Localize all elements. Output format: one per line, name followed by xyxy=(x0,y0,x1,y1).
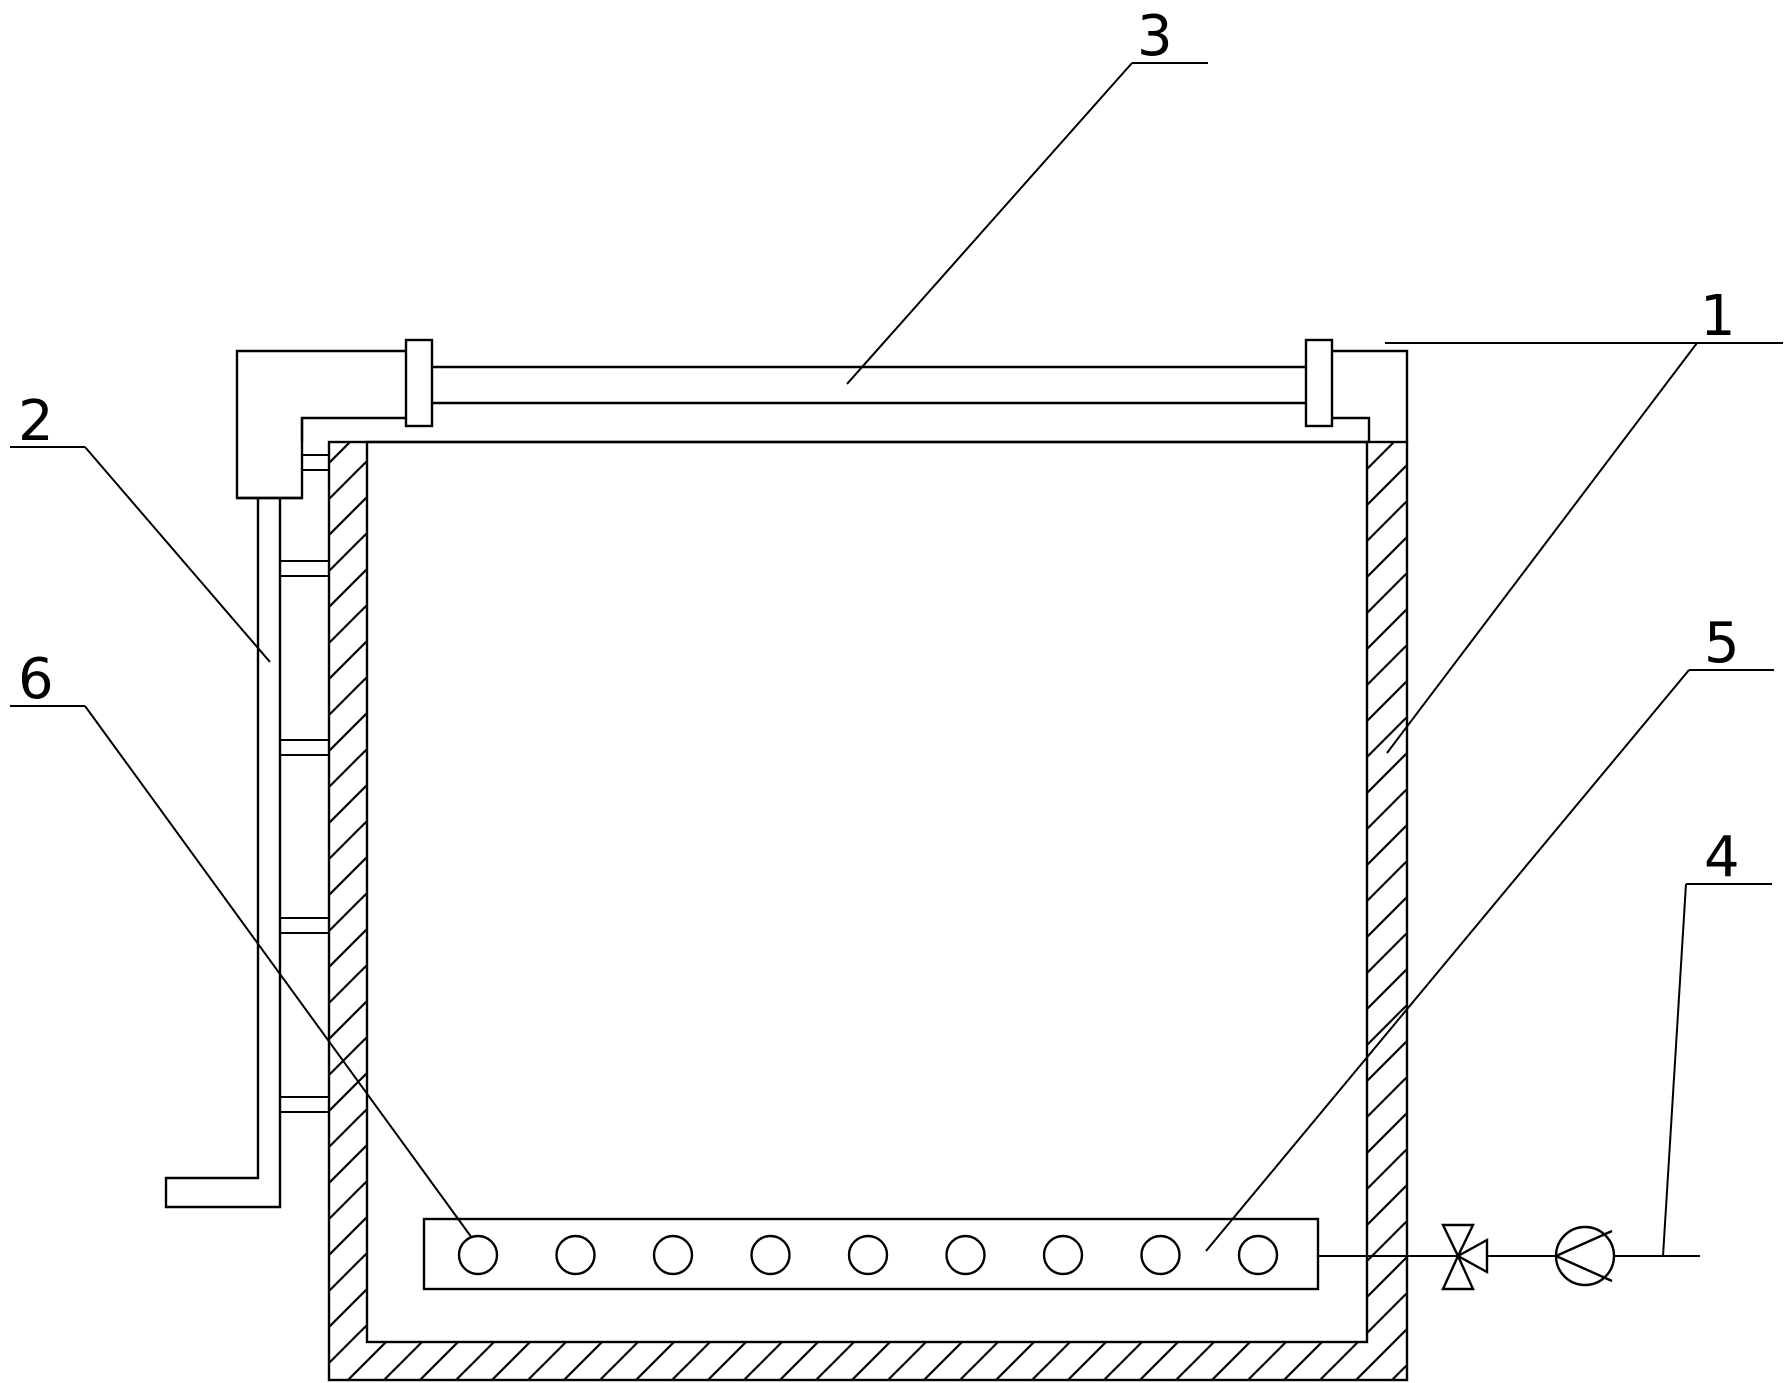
right-elbow xyxy=(1332,349,1409,442)
leader-6 xyxy=(84,705,473,1239)
aeration-pipe xyxy=(422,1217,1320,1291)
aeration-hole xyxy=(847,1234,889,1276)
top-pipe xyxy=(404,338,1334,428)
leader-4 xyxy=(1662,883,1687,1257)
aeration-holes xyxy=(457,1234,1279,1276)
right-flange xyxy=(1304,338,1334,428)
aeration-hole xyxy=(652,1234,694,1276)
left-flange xyxy=(404,338,434,428)
pipe-connectors xyxy=(280,454,329,1113)
leader-1 xyxy=(1386,342,1698,754)
label-3: 3 xyxy=(1137,4,1173,69)
label-1: 1 xyxy=(1700,284,1736,349)
pump-icon xyxy=(1554,1225,1616,1287)
label-5: 5 xyxy=(1704,611,1740,676)
aeration-hole xyxy=(945,1234,986,1276)
aeration-hole xyxy=(1140,1234,1181,1276)
leader-3 xyxy=(846,62,1133,385)
aeration-hole xyxy=(555,1234,596,1276)
label-6: 6 xyxy=(18,647,54,712)
label-2: 2 xyxy=(18,389,54,454)
aeration-hole xyxy=(750,1234,791,1276)
aeration-hole xyxy=(457,1234,499,1276)
aeration-hole xyxy=(1237,1234,1279,1276)
leader-5 xyxy=(1205,669,1690,1252)
tank-wall xyxy=(327,440,1409,1382)
left-side-pipe xyxy=(164,349,406,1209)
aeration-hole xyxy=(1042,1234,1084,1276)
leader-lines xyxy=(10,62,1783,1257)
label-4: 4 xyxy=(1704,825,1740,890)
leader-2 xyxy=(84,446,271,663)
labels: 1 2 3 4 5 6 xyxy=(18,4,1740,890)
supply-line xyxy=(1318,1223,1700,1291)
